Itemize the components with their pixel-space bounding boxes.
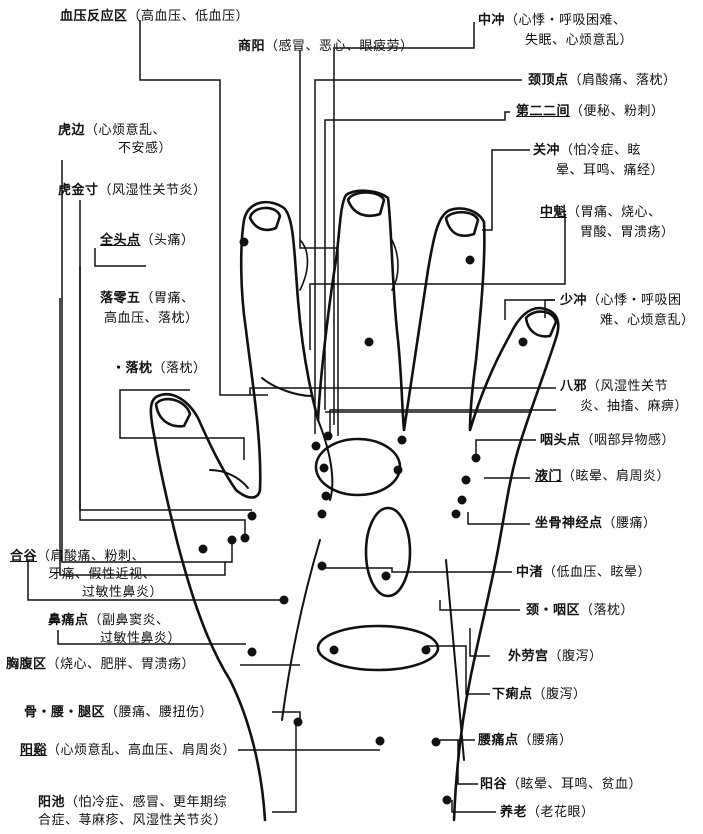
point-baxie-3	[471, 453, 481, 463]
label-guyaotui: 骨・腰・腿区（腰痛、腰扭伤）	[24, 705, 214, 720]
label-shaochong-line2: 难、心烦意乱）	[600, 313, 695, 328]
label-yangchi: 阳池（怕冷症、感冒、更年期综	[38, 795, 228, 810]
point-jingyan	[381, 571, 391, 581]
nail-thumb	[154, 397, 192, 428]
label-xialidian: 下痢点（腹泻）	[492, 687, 587, 702]
label-xiongfu: 胸腹区（烧心、肥胖、胃溃疡）	[6, 657, 196, 672]
point-quantou	[239, 237, 249, 247]
hand-outline	[149, 189, 560, 822]
label-guanchong-line2: 晕、耳鸣、痛经）	[556, 163, 665, 178]
label-luolingwu-line2: 高血压、落枕）	[104, 311, 199, 326]
label-hegu-line2: 牙痛、假性近视、	[48, 567, 157, 582]
nail-little	[524, 310, 558, 338]
label-hubian-line2: 不安感）	[118, 141, 173, 156]
zone-baxie-ellipse	[314, 437, 402, 497]
label-zhongzhu: 中渚（低血压、眩晕）	[516, 565, 652, 580]
label-bitong: 鼻痛点（副鼻窦炎、	[48, 613, 170, 628]
point-zhongchong	[364, 337, 374, 347]
point-yantou	[461, 475, 471, 485]
label-baxie: 八邪（风湿性关节	[560, 379, 669, 394]
point-zuogu-2	[451, 509, 461, 519]
label-yanggu: 阳谷（眩晕、耳鸣、贫血）	[480, 777, 643, 792]
point-xiongfu	[247, 647, 257, 657]
label-hegu-line3: 过敏性鼻炎）	[82, 585, 164, 600]
label-shangyang: 商阳（感冒、恶心、眼疲劳）	[238, 39, 414, 54]
point-guyaotui	[293, 717, 303, 727]
point-hujincun	[247, 511, 257, 521]
label-quantou: 全头点（头痛）	[100, 233, 195, 248]
point-zhongzhu	[317, 509, 327, 519]
point-bitong	[279, 595, 289, 605]
label-hegu: 合谷（肩酸痛、粉刺、	[10, 549, 146, 564]
nail-index	[248, 206, 282, 232]
point-shouzhong	[317, 561, 327, 571]
point-luoling	[240, 533, 250, 543]
label-guanchong: 关冲（怕冷症、眩	[533, 143, 642, 158]
label-zuogushenjing: 坐骨神经点（腰痛）	[535, 516, 657, 531]
point-baxie-2	[397, 435, 407, 445]
label-jingyan: 颈・咽区（落枕）	[526, 603, 635, 618]
label-dierjian: 第二二间（便秘、粉刺）	[516, 104, 665, 119]
label-yangchi-line2: 合症、荨麻疹、风湿性关节炎）	[38, 813, 228, 828]
point-waiwaogong-1	[329, 645, 339, 655]
label-hubian: 虎边（心烦意乱、	[58, 123, 167, 138]
label-jingding: 颈顶点（肩酸痛、落枕）	[528, 73, 677, 88]
label-yangxi: 阳谿（心烦意乱、高血压、肩周炎）	[20, 743, 237, 758]
point-hegu	[198, 544, 208, 554]
point-yemen	[393, 465, 403, 475]
label-hujincun: 虎金寸（风湿性关节炎）	[58, 183, 207, 198]
label-baxie-line2: 炎、抽搐、麻痹）	[580, 399, 689, 414]
label-zhongkui: 中魁（胃痛、烧心、	[540, 205, 662, 220]
label-yaotong: 腰痛点（腰痛）	[478, 733, 573, 748]
label-shaochong: 少冲（心悸・呼吸困	[560, 293, 682, 308]
point-yanglao	[442, 795, 452, 805]
point-guanchong	[465, 255, 475, 265]
label-luozhen: ・落枕（落枕）	[112, 361, 207, 376]
point-zuogu	[457, 495, 467, 505]
label-yantou: 咽头点（咽部异物感）	[540, 433, 676, 448]
zone-waiwaogong-ellipse	[316, 624, 440, 672]
label-xueyafanying: 血压反应区（高血压、低血压）	[60, 9, 250, 24]
nail-ring	[444, 210, 480, 238]
point-index-mid	[323, 431, 333, 441]
label-yemen: 液门（眩晕、肩周炎）	[535, 469, 671, 484]
nail-middle	[346, 191, 386, 218]
label-yanglao: 养老（老花眼）	[500, 805, 595, 820]
point-luozhen	[319, 463, 329, 473]
label-zhongchong-line2: 失眠、心烦意乱）	[525, 33, 634, 48]
point-luozhen-2	[321, 491, 331, 501]
point-hubian	[227, 535, 237, 545]
point-yangxi	[375, 736, 385, 746]
label-bitong-line2: 过敏性鼻炎）	[100, 631, 182, 646]
label-luolingwu: 落零五（胃痛、	[100, 291, 195, 306]
point-shaochong	[518, 337, 528, 347]
label-zhongchong: 中冲（心悸・呼吸困难、	[478, 13, 627, 28]
label-zhongkui-line2: 胃酸、胃溃疡）	[580, 225, 675, 240]
zone-jingyan-ellipse	[364, 506, 412, 598]
point-yaotong	[431, 737, 441, 747]
point-waiwaogong-2	[421, 645, 431, 655]
point-baxie-1	[311, 441, 321, 451]
label-waiwaogong: 外劳宫（腹泻）	[508, 649, 603, 664]
